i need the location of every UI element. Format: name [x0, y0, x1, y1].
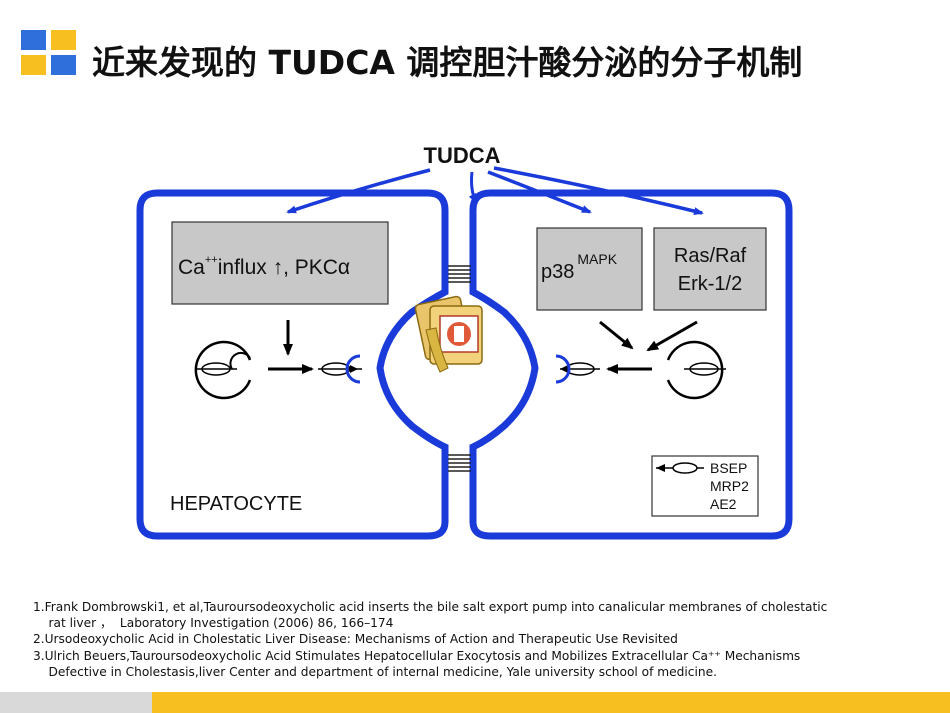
- reference-1-line-1: 1.Frank Dombrowski1, et al,Tauroursodeox…: [33, 600, 828, 614]
- reference-3-line-2: Defective in Cholestasis,liver Center an…: [33, 664, 717, 679]
- ca-superscript: ++: [205, 254, 218, 266]
- right-hepatocyte-membrane: [469, 189, 793, 540]
- p38-mapk-text: p38MAPK: [541, 251, 618, 283]
- bottom-bar-gray: [0, 692, 152, 713]
- p38-text: p38: [541, 261, 574, 283]
- legend-ae2: AE2: [710, 496, 737, 512]
- reference-3-line-1: 3.Ulrich Beuers,Tauroursodeoxycholic Aci…: [33, 648, 801, 663]
- erk-arrow: [646, 320, 698, 352]
- hepatocyte-label: HEPATOCYTE: [170, 493, 302, 515]
- references: 1.Frank Dombrowski1, et al,Tauroursodeox…: [33, 599, 913, 680]
- legend-mrp2: MRP2: [710, 478, 749, 494]
- legend-box: [651, 455, 759, 517]
- tight-junction-top: [448, 265, 471, 283]
- ras-raf-erk-box: [653, 227, 767, 311]
- p38-mapk-box: [536, 227, 643, 311]
- calcium-pkc-box: [171, 221, 389, 305]
- calcium-pkc-text: Ca++influx ↑, PKCα: [178, 254, 350, 279]
- reference-1-line-2: rat liver ， Laboratory Investigation (20…: [33, 616, 394, 631]
- tudca-arrow-p38: [487, 170, 592, 214]
- ras-raf-text: Ras/Raf: [674, 245, 747, 267]
- logo-square-blue-bottom: [51, 55, 76, 75]
- tudca-arrow-center: [468, 171, 478, 204]
- logo-square-blue-top: [21, 30, 46, 50]
- logo-squares: [21, 30, 77, 76]
- tudca-label: TUDCA: [424, 143, 501, 168]
- left-hepatocyte-membrane: [136, 189, 449, 540]
- ca-text: Ca: [178, 256, 205, 279]
- influx-pkc-text: influx ↑, PKCα: [218, 256, 350, 279]
- left-vesicle-transporter: [194, 340, 252, 400]
- tight-junction-bottom: [448, 454, 471, 472]
- presentation-clipart-icon: [414, 295, 483, 373]
- erk-text: Erk-1/2: [678, 273, 742, 295]
- reference-2: 2.Ursodeoxycholic Acid in Cholestatic Li…: [33, 632, 678, 647]
- logo-square-yellow-bottom: [21, 55, 46, 75]
- tudca-arrow-ras: [493, 166, 704, 215]
- right-vesicle-transporter: [666, 340, 726, 400]
- logo-square-yellow-top: [51, 30, 76, 50]
- left-canalicular-transporter: [318, 354, 362, 384]
- legend-bsep: BSEP: [710, 460, 747, 476]
- p38-arrow: [599, 320, 634, 350]
- right-canalicular-transporter: [555, 354, 600, 384]
- mapk-superscript: MAPK: [577, 251, 617, 267]
- tudca-arrow-left: [286, 168, 431, 214]
- bottom-bar-yellow: [152, 692, 950, 713]
- bottom-decorative-bar: [0, 692, 950, 713]
- page-title: 近来发现的 TUDCA 调控胆汁酸分泌的分子机制: [92, 43, 803, 82]
- legend-transporter-icon: [656, 462, 704, 474]
